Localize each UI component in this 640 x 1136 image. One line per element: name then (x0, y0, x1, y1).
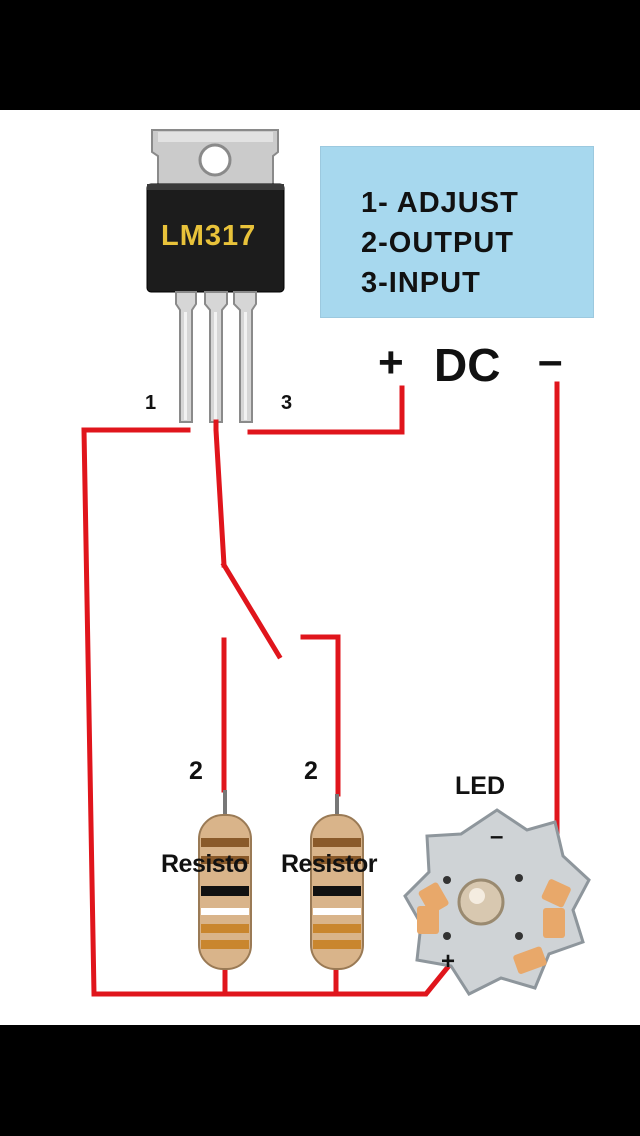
resistor-right (310, 794, 364, 970)
pin-3-label: 3 (281, 392, 293, 414)
resistor-right-value: 2 (304, 757, 318, 785)
resistor-left (198, 790, 252, 970)
regulator-legs (175, 291, 257, 423)
legend-line-input: 3-INPUT (361, 267, 481, 299)
circuit-diagram: LM317 1- ADJUST 2-OUTPUT 3-INPUT + DC – … (0, 110, 640, 1025)
pin-1-label: 1 (145, 392, 157, 414)
switch-contact-right (300, 634, 341, 797)
dc-minus-sign: – (538, 336, 563, 385)
legend-line-output: 2-OUTPUT (361, 227, 514, 259)
schematic-drawing (81, 129, 591, 997)
wire-input (247, 385, 405, 435)
resistor-left-value: 2 (189, 757, 203, 785)
dc-label: DC (434, 339, 501, 391)
wire-output (213, 419, 227, 568)
pinout-legend: 1- ADJUST 2-OUTPUT 3-INPUT (320, 146, 594, 318)
led-plus-mark: + (441, 948, 456, 975)
resistor-right-name: Resistor (281, 850, 378, 878)
resistor-left-name: Resisto (161, 850, 248, 878)
regulator-mount-hole (198, 143, 232, 177)
regulator-part-label: LM317 (161, 220, 257, 252)
lm317-regulator (146, 129, 285, 423)
legend-line-adjust: 1- ADJUST (361, 187, 519, 219)
dc-plus-sign: + (378, 338, 404, 387)
led-label: LED (455, 772, 505, 800)
led-minus-mark: – (490, 823, 504, 850)
led-star-board (403, 808, 591, 996)
switch-blade (220, 561, 283, 660)
wire-dc-minus (503, 381, 560, 843)
wire-adjust (81, 427, 228, 997)
wire-bottom-rail (222, 958, 456, 997)
